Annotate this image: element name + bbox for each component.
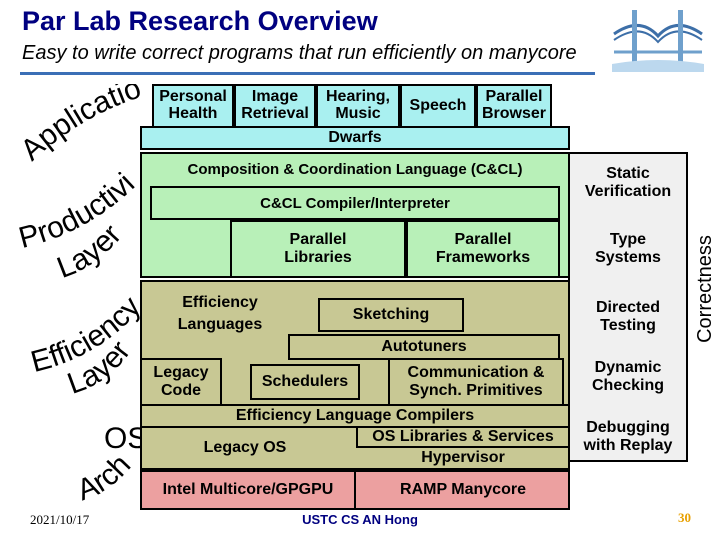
efficiency-layer-label: Efficiency Layer xyxy=(27,290,158,401)
hypervisor-label: Hypervisor xyxy=(421,449,505,466)
sketching-box: Sketching xyxy=(318,298,464,332)
ccl-compiler-box: C&CL Compiler/Interpreter xyxy=(150,186,560,220)
schedulers-box: Schedulers xyxy=(250,364,360,400)
correctness-vertical-label: Correctness xyxy=(693,235,716,343)
os-libraries-box: OS Libraries & Services xyxy=(356,426,570,448)
dynamic-checking-label: Dynamic Checking xyxy=(591,359,664,394)
page-number: 30 xyxy=(678,510,691,525)
communication-synch-box: Communication & Synch. Primitives xyxy=(388,358,564,406)
parallel-libraries-box: Parallel Libraries xyxy=(230,220,406,278)
dwarfs-box: Dwarfs xyxy=(140,126,570,150)
ccl-label: Composition & Coordination Language (C&C… xyxy=(187,160,523,178)
intel-multicore-box: Intel Multicore/GPGPU xyxy=(140,470,356,510)
page-subtitle: Easy to write correct programs that run … xyxy=(22,42,577,64)
legacy-code-box: Legacy Code xyxy=(140,358,222,406)
efficiency-compilers-box: Efficiency Language Compilers xyxy=(140,404,570,428)
bridge-logo-icon xyxy=(612,6,704,72)
app-hearing-music: Hearing, Music xyxy=(316,84,400,128)
footer-institution: USTC CS AN Hong xyxy=(302,512,418,527)
title-divider xyxy=(20,72,595,75)
page-title: Par Lab Research Overview xyxy=(22,6,378,36)
app-parallel-browser: Parallel Browser xyxy=(476,84,552,128)
ramp-manycore-label: RAMP Manycore xyxy=(400,481,526,498)
correctness-panel xyxy=(568,152,688,462)
app-speech: Speech xyxy=(400,84,476,128)
autotuners-box: Autotuners xyxy=(288,334,560,360)
efficiency-languages-label: Efficiency Languages xyxy=(177,294,263,333)
app-image-retrieval: Image Retrieval xyxy=(234,84,316,128)
static-verification-label: Static Verification xyxy=(584,165,672,200)
svg-text:Arch.: Arch. xyxy=(78,444,137,504)
type-systems-label: Type Systems xyxy=(595,231,661,266)
app-personal-health: Personal Health xyxy=(152,84,234,128)
svg-text:Applications: Applications xyxy=(22,84,145,164)
directed-testing-label: Directed Testing xyxy=(595,299,661,334)
legacy-os-label: Legacy OS xyxy=(203,439,287,456)
debugging-replay-label: Debugging with Replay xyxy=(583,419,673,454)
footer-date: 2021/10/17 xyxy=(30,512,90,527)
productivity-layer-label: Productivity Layer xyxy=(9,146,156,285)
applications-layer-label: Applications xyxy=(14,58,152,167)
parallel-frameworks-box: Parallel Frameworks xyxy=(406,220,560,278)
